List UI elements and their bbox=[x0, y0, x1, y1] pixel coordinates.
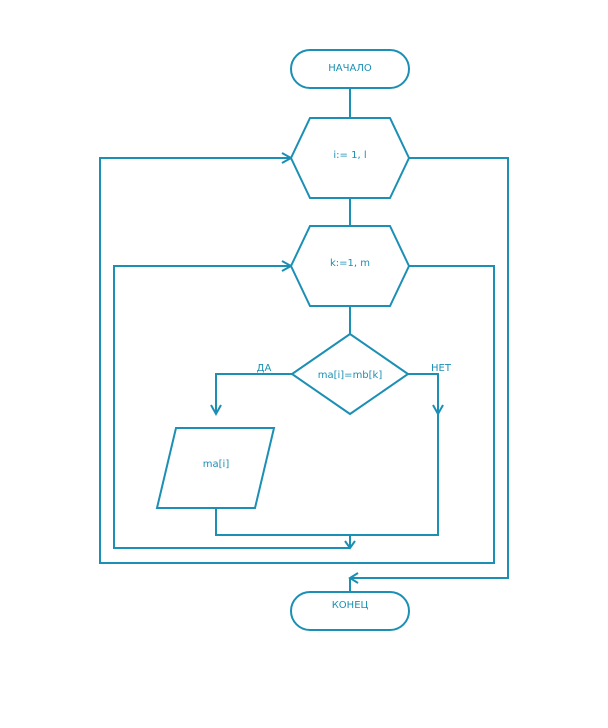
outer-loop-shape bbox=[289, 117, 411, 199]
end-terminator: КОНЕЦ bbox=[290, 591, 410, 631]
inner-loop-label: k:=1, m bbox=[330, 258, 370, 269]
connector-decision-yes bbox=[215, 373, 292, 414]
connector-inner-loop-return bbox=[113, 265, 350, 549]
decision-label: ma[i]=mb[k] bbox=[318, 370, 383, 381]
output-block: ma[i] bbox=[155, 427, 276, 509]
end-label: КОНЕЦ bbox=[332, 600, 369, 611]
outer-loop-block: i:= 1, l bbox=[289, 117, 411, 199]
arrow-no-down bbox=[432, 404, 444, 417]
inner-loop-block: k:=1, m bbox=[289, 225, 411, 307]
output-shape bbox=[155, 427, 276, 509]
start-terminator: НАЧАЛО bbox=[290, 49, 410, 89]
arrow-yes-down bbox=[210, 404, 222, 417]
connector-inner-loop-exit bbox=[99, 157, 495, 564]
connector-decision-no bbox=[215, 373, 439, 536]
outer-loop-label: i:= 1, l bbox=[333, 150, 366, 161]
decision-block: ma[i]=mb[k] ДА НЕТ bbox=[257, 332, 452, 416]
connector-outer-loop-exit bbox=[350, 157, 509, 579]
start-shape bbox=[290, 49, 410, 89]
output-label: ma[i] bbox=[203, 459, 230, 470]
end-shape bbox=[290, 591, 410, 631]
decision-yes-label: ДА bbox=[257, 363, 272, 374]
decision-shape bbox=[290, 332, 410, 416]
start-label: НАЧАЛО bbox=[328, 63, 372, 74]
inner-loop-shape bbox=[289, 225, 411, 307]
decision-no-label: НЕТ bbox=[431, 363, 452, 374]
